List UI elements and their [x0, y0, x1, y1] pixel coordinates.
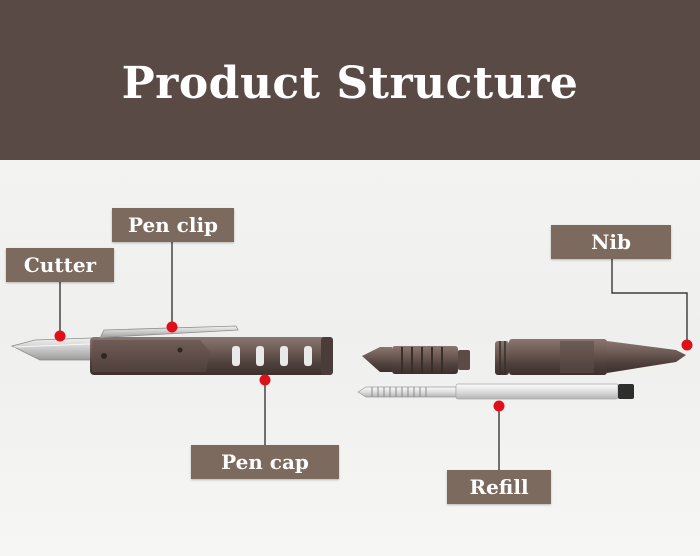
cutter-blade: [10, 337, 93, 361]
pen-clip-label: Pen clip: [112, 208, 234, 242]
cutter-marker: [54, 330, 66, 342]
nib-leader: [611, 259, 688, 345]
nib-section: [495, 339, 686, 375]
header-banner: [0, 0, 700, 160]
refill-marker: [493, 400, 505, 412]
pen-cap-body: [90, 337, 333, 375]
pen-cap-label: Pen cap: [191, 445, 339, 479]
markers: [54, 321, 693, 412]
refill: [357, 383, 634, 400]
leader-lines: [59, 242, 688, 470]
cutter-label: Cutter: [6, 248, 114, 282]
nib-label: Nib: [551, 225, 671, 259]
grip-segment: [362, 346, 470, 374]
page-title: Product Structure: [121, 58, 579, 109]
nib-marker: [681, 339, 693, 351]
pen-clip-marker: [166, 321, 178, 333]
refill-label: Refill: [447, 470, 551, 504]
pen-cap-marker: [259, 374, 271, 386]
pen-clip: [99, 325, 239, 339]
